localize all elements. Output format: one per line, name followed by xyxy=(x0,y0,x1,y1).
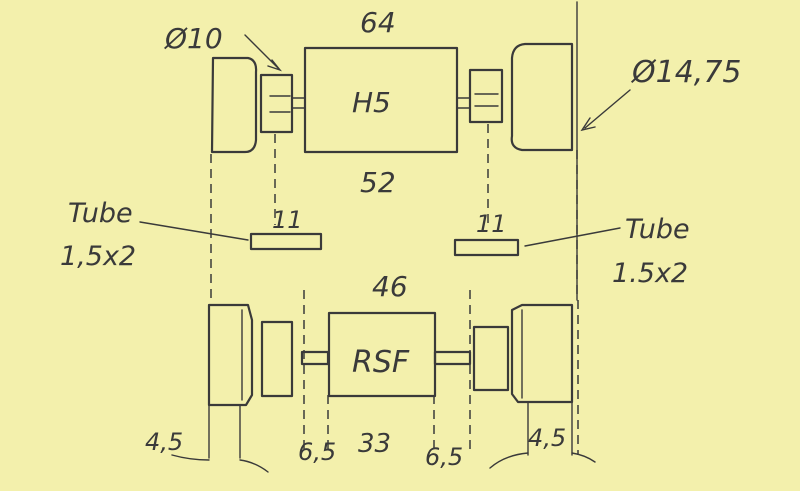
top-motor-shaft-left xyxy=(291,97,306,109)
dim-right-wheel-label: 4,5 xyxy=(528,424,566,452)
bottom-assembly: 46 RSF 4,5 6,5 33 6,5 4,5 xyxy=(145,270,596,473)
tube-right-length-label: 11 xyxy=(476,210,507,238)
top-left-hub xyxy=(259,73,294,134)
tube-right xyxy=(453,238,520,257)
dim-left-wheel-label: 4,5 xyxy=(145,428,183,456)
top-motor-label: H5 xyxy=(352,86,391,119)
bottom-motor-width-label: 46 xyxy=(372,270,408,303)
top-motor-body xyxy=(303,46,459,154)
leader-d1475 xyxy=(580,89,631,132)
tube-left-label-line2: 1,5x2 xyxy=(60,241,136,272)
tube-left-length-label: 11 xyxy=(272,206,303,234)
dim-left-wheel-arrows xyxy=(171,454,269,473)
top-motor-width-label: 64 xyxy=(360,6,396,39)
dim-right-gap-label: 6,5 xyxy=(425,443,463,471)
top-left-diameter-label: Ø10 xyxy=(164,22,223,55)
tubes: Tube 1,5x2 11 11 Tube 1.5x2 xyxy=(60,198,690,289)
top-assembly: Ø10 64 H5 52 Ø14,75 xyxy=(164,6,742,199)
top-right-hub-shaft xyxy=(474,93,499,107)
dim-left-gap-label: 6,5 xyxy=(298,438,336,466)
top-right-hub xyxy=(468,68,504,124)
bottom-right-hub xyxy=(472,325,510,392)
tube-left-leader xyxy=(139,221,249,241)
projection-lines xyxy=(210,124,578,455)
top-left-wheel xyxy=(210,56,258,154)
leader-d10 xyxy=(244,34,283,72)
bottom-left-hub xyxy=(260,320,294,398)
dim-right-wheel-arrows xyxy=(489,452,596,469)
top-right-diameter-label: Ø14,75 xyxy=(630,55,742,90)
bottom-right-shaft xyxy=(433,350,472,366)
dim-motor-length-label: 33 xyxy=(358,429,391,459)
tube-left-label-line1: Tube xyxy=(68,198,133,229)
tube-right-label-line1: Tube xyxy=(625,214,690,245)
top-right-wheel xyxy=(510,42,574,152)
tube-left xyxy=(249,232,323,251)
tube-right-label-line2: 1.5x2 xyxy=(612,258,688,289)
tube-right-leader xyxy=(524,227,621,247)
top-motor-shaft-right xyxy=(456,97,471,109)
top-left-hub-shaft xyxy=(269,95,291,113)
bottom-extension-lines xyxy=(208,401,573,459)
top-motor-length-label: 52 xyxy=(360,166,396,199)
bottom-motor-label: RSF xyxy=(352,345,410,380)
